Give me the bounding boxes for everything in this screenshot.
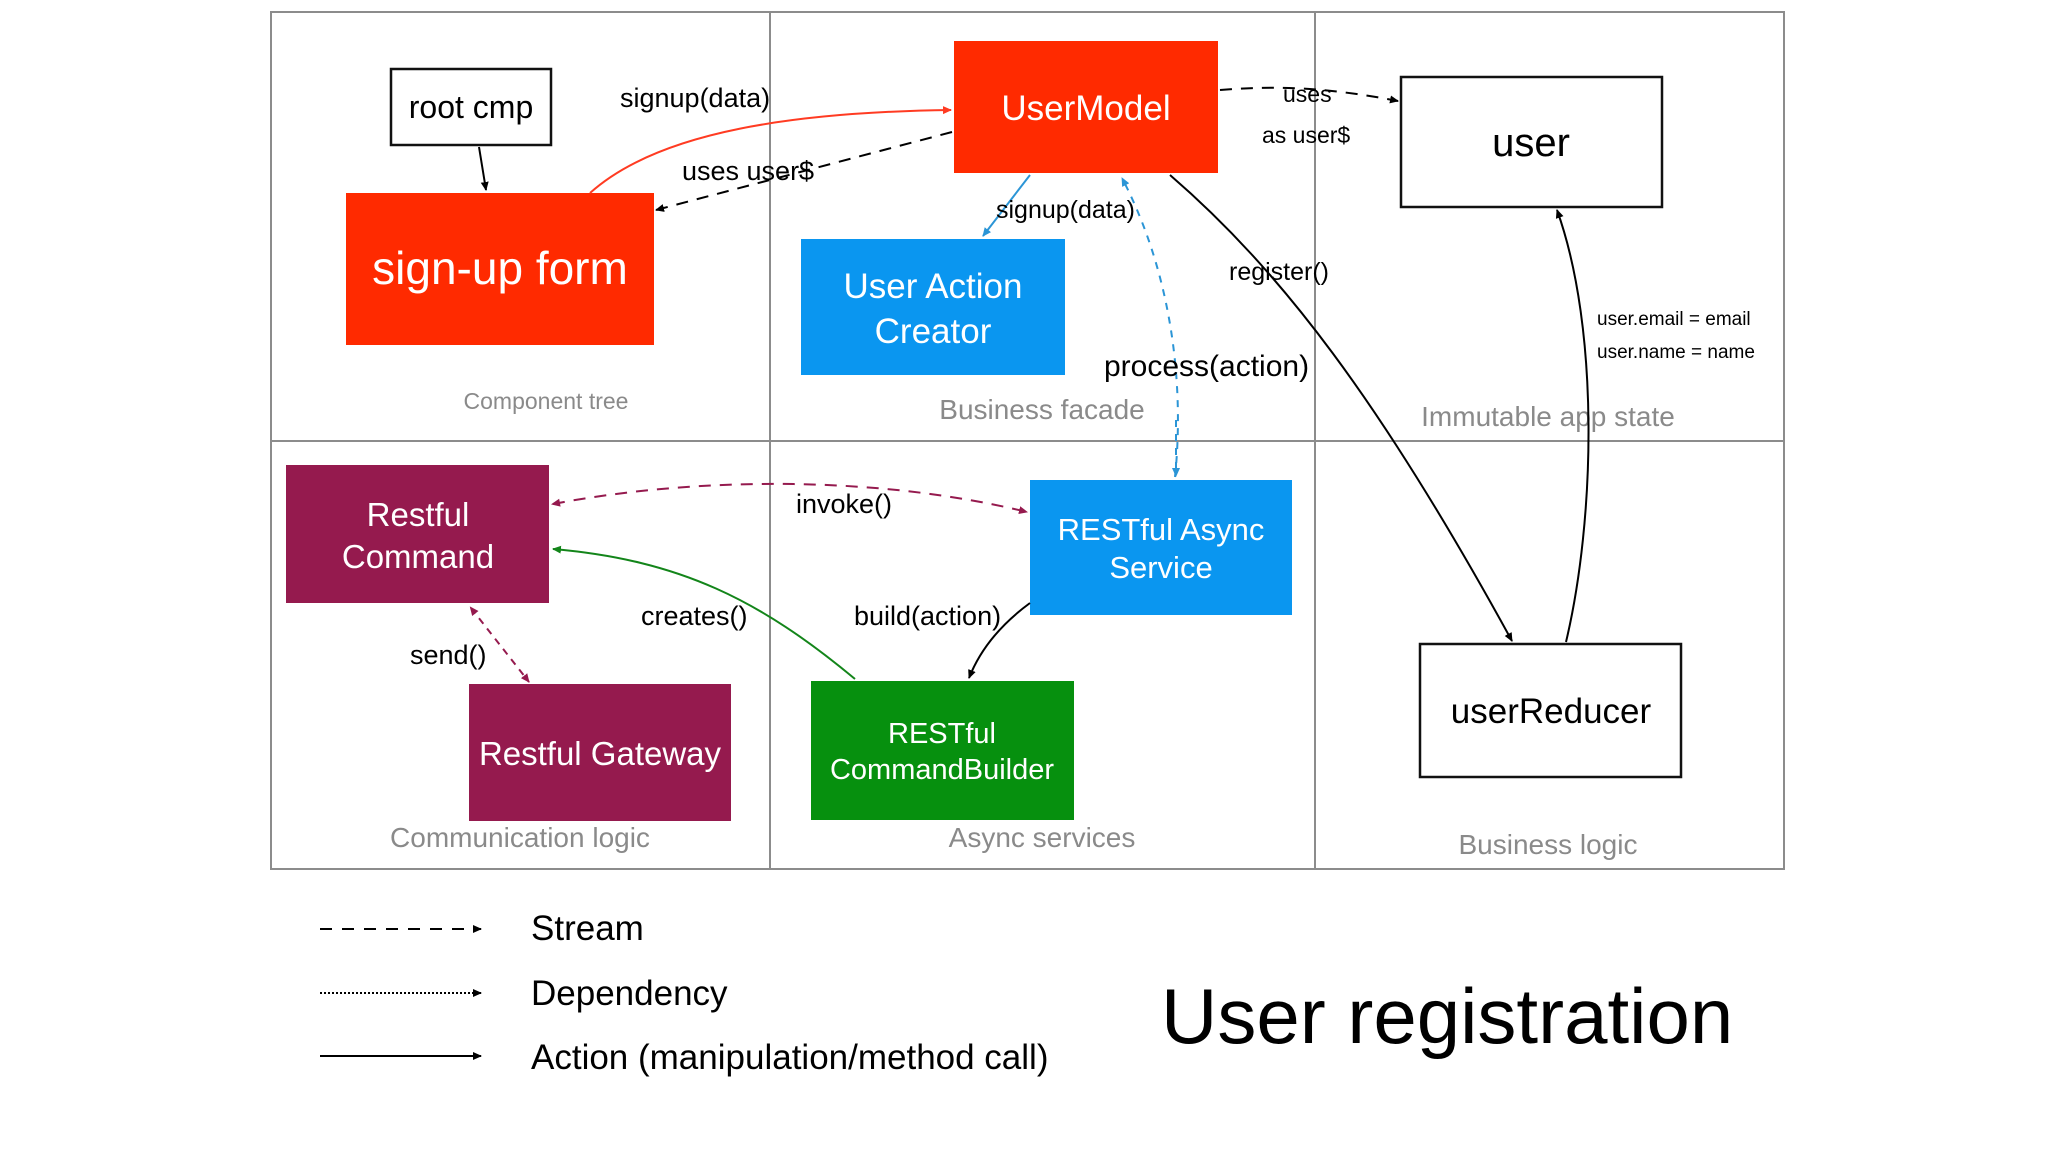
section-label-async-services: Async services: [949, 822, 1136, 853]
legend-stream-label: Stream: [531, 909, 644, 948]
node-root-cmp[interactable]: root cmp: [389, 67, 553, 147]
label-invoke: invoke(): [796, 489, 892, 519]
node-restful-gateway-label: Restful Gateway: [479, 735, 722, 772]
label-send: send(): [410, 640, 487, 670]
section-label-immutable-app-state: Immutable app state: [1421, 401, 1675, 432]
diagram-title: User registration: [1161, 972, 1733, 1060]
edge-reducer-to-user: [1555, 209, 1590, 643]
edge-signup-to-usermodel: [589, 106, 952, 194]
label-signup-data-top: signup(data): [620, 83, 770, 113]
node-user-state-label: user: [1492, 121, 1570, 165]
label-as-user: as user$: [1262, 122, 1350, 148]
edge-usermodel-to-signup-stream: [655, 131, 953, 212]
section-grid: [270, 11, 1785, 870]
legend-action-label: Action (manipulation/method call): [531, 1038, 1048, 1077]
node-restful-command[interactable]: Restful Command: [286, 465, 549, 603]
node-user-reducer-label: userReducer: [1451, 692, 1652, 731]
edge-send: [469, 606, 530, 683]
section-label-business-facade: Business facade: [939, 394, 1144, 425]
section-label-component-tree: Component tree: [464, 388, 629, 414]
edge-root-to-signup-form: [478, 146, 489, 191]
section-label-business-logic: Business logic: [1459, 829, 1638, 860]
label-creates: creates(): [641, 601, 748, 631]
node-user-model-label: UserModel: [1001, 89, 1170, 128]
edge-creates: [552, 545, 856, 680]
legend: Stream Dependency Action (manipulation/m…: [320, 909, 1048, 1077]
label-signup-data-blue: signup(data): [996, 196, 1135, 224]
node-signup-form[interactable]: sign-up form: [346, 193, 654, 345]
node-user-model[interactable]: UserModel: [954, 41, 1218, 173]
label-uses-user: uses user$: [682, 156, 814, 186]
label-process-action: process(action): [1104, 350, 1309, 383]
section-label-communication-logic: Communication logic: [390, 822, 650, 853]
label-uses: uses: [1283, 81, 1332, 107]
node-signup-form-label: sign-up form: [372, 242, 628, 294]
node-user-action-creator-line2: Creator: [875, 312, 992, 351]
node-restful-command-line2: Command: [342, 538, 494, 575]
node-restful-command-line1: Restful: [367, 496, 470, 533]
node-restful-gateway[interactable]: Restful Gateway: [469, 684, 731, 821]
label-user-email: user.email = email: [1597, 309, 1751, 330]
node-user-reducer[interactable]: userReducer: [1418, 642, 1683, 779]
edge-usermodel-to-action-creator: [982, 174, 1031, 237]
edge-usermodel-to-reducer: [1169, 174, 1513, 642]
edge-usermodel-to-user-stream: [1219, 86, 1399, 104]
node-user-action-creator-line1: User Action: [844, 267, 1023, 306]
node-restful-command-builder-line1: RESTful: [888, 718, 996, 750]
label-user-name: user.name = name: [1597, 342, 1755, 363]
node-root-cmp-label: root cmp: [409, 89, 533, 125]
node-restful-command-builder[interactable]: RESTful CommandBuilder: [811, 681, 1074, 820]
legend-dependency-label: Dependency: [531, 974, 728, 1013]
node-user-action-creator[interactable]: User Action Creator: [801, 239, 1065, 375]
node-user-state[interactable]: user: [1399, 75, 1664, 209]
label-build-action: build(action): [854, 601, 1001, 631]
edge-invoke: [551, 482, 1028, 514]
node-restful-command-builder-line2: CommandBuilder: [830, 754, 1054, 786]
node-restful-async-service[interactable]: RESTful Async Service: [1030, 480, 1292, 615]
edge-async-service-to-usermodel-stream: [1121, 177, 1179, 478]
node-restful-async-service-line1: RESTful Async: [1058, 512, 1265, 547]
edge-build-action: [968, 602, 1031, 679]
node-restful-async-service-line2: Service: [1109, 550, 1212, 585]
label-register: register(): [1229, 258, 1329, 286]
